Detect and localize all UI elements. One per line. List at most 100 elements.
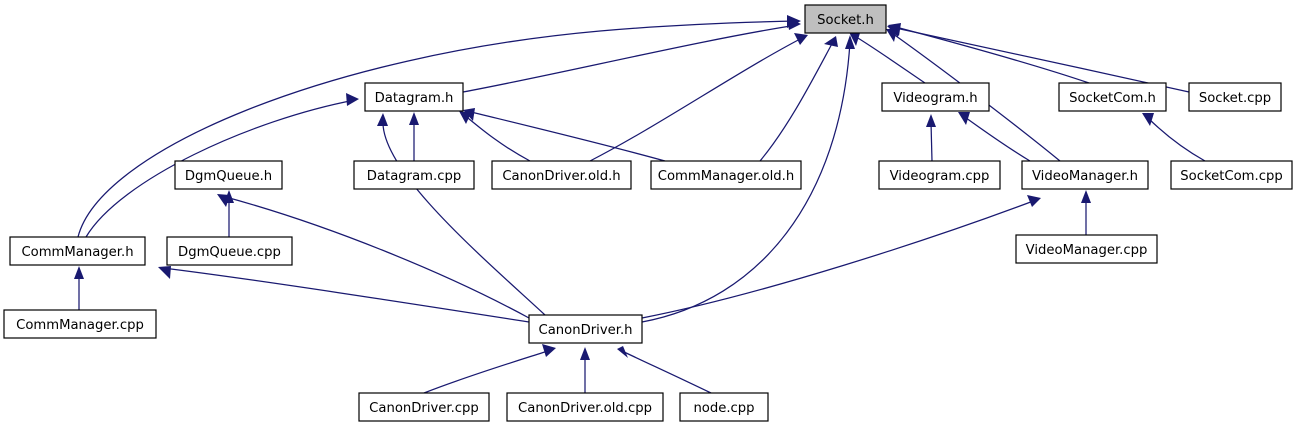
node-label: VideoManager.cpp bbox=[1026, 243, 1148, 258]
arrowhead-icon bbox=[542, 344, 556, 357]
node-label: Datagram.cpp bbox=[367, 169, 461, 184]
node-box[interactable] bbox=[9, 236, 146, 266]
edge-canondriver_cpp-to-canondriver_h bbox=[423, 344, 556, 394]
node-videogram_cpp[interactable]: Videogram.cpp bbox=[878, 160, 1001, 190]
node-label: SocketCom.h bbox=[1069, 91, 1156, 106]
arrowhead-icon bbox=[787, 15, 801, 28]
arrowhead-icon bbox=[74, 266, 84, 279]
edge-socketcom_h-to-socket_h bbox=[888, 23, 1090, 84]
arrowhead-icon bbox=[158, 266, 171, 279]
node-node_cpp[interactable]: node.cpp bbox=[679, 392, 769, 422]
arrowhead-icon bbox=[794, 33, 808, 45]
node-canondriver_old_cpp[interactable]: CanonDriver.old.cpp bbox=[506, 392, 664, 422]
node-box[interactable] bbox=[174, 160, 283, 190]
arrowhead-icon bbox=[1027, 195, 1041, 207]
arrowhead-icon bbox=[409, 112, 419, 125]
arrowhead-icon bbox=[463, 108, 475, 121]
node-box[interactable] bbox=[364, 82, 464, 112]
edge-socket_cpp-to-socket_h bbox=[887, 24, 1190, 93]
node-label: CanonDriver.old.h bbox=[502, 169, 620, 184]
node-label: DgmQueue.h bbox=[185, 169, 272, 184]
node-dgmqueue_h[interactable]: DgmQueue.h bbox=[174, 160, 283, 190]
node-box[interactable] bbox=[528, 314, 643, 344]
node-commmanager_cpp[interactable]: CommManager.cpp bbox=[3, 309, 157, 339]
edge-canondriver_old_h-to-socket_h bbox=[589, 33, 808, 162]
node-socket_cpp[interactable]: Socket.cpp bbox=[1188, 82, 1282, 112]
node-box[interactable] bbox=[491, 160, 632, 190]
node-box[interactable] bbox=[650, 160, 802, 190]
arrowhead-icon bbox=[1081, 190, 1091, 203]
arrowhead-icon bbox=[580, 347, 590, 360]
edge-commmanager_h-to-socket_h bbox=[77, 15, 801, 238]
node-label: DgmQueue.cpp bbox=[178, 245, 281, 260]
node-socketcom_cpp[interactable]: SocketCom.cpp bbox=[1170, 160, 1293, 190]
node-box[interactable] bbox=[506, 392, 664, 422]
edge-videogram_h-to-socket_h bbox=[849, 32, 926, 84]
edge-socketcom_cpp-to-socketcom_h bbox=[1142, 113, 1206, 162]
arrowhead-icon bbox=[1142, 113, 1154, 126]
node-socket_h[interactable]: Socket.h bbox=[804, 4, 887, 34]
node-label: CanonDriver.old.cpp bbox=[518, 401, 652, 416]
node-label: Socket.cpp bbox=[1199, 91, 1271, 106]
node-canondriver_cpp[interactable]: CanonDriver.cpp bbox=[358, 392, 490, 422]
edge-canondriver_h-to-datagram_h bbox=[377, 113, 546, 316]
node-commmanager_h[interactable]: CommManager.h bbox=[9, 236, 146, 266]
node-label: VideoManager.h bbox=[1032, 169, 1138, 184]
node-box[interactable] bbox=[3, 309, 157, 339]
edge-commmanager_old_h-to-socket_h bbox=[759, 36, 838, 162]
edge-node_cpp-to-canondriver_h bbox=[617, 346, 712, 394]
node-box[interactable] bbox=[353, 160, 475, 190]
node-canondriver_old_h[interactable]: CanonDriver.old.h bbox=[491, 160, 632, 190]
edge-datagram_cpp-to-datagram_h bbox=[409, 112, 419, 161]
arrowhead-icon bbox=[346, 93, 359, 106]
node-dgmqueue_cpp[interactable]: DgmQueue.cpp bbox=[166, 236, 293, 266]
arrowhead-icon bbox=[845, 35, 855, 49]
node-box[interactable] bbox=[804, 4, 887, 34]
node-label: Datagram.h bbox=[375, 91, 454, 106]
node-label: CommManager.cpp bbox=[16, 318, 144, 333]
arrowhead-icon bbox=[926, 114, 936, 127]
node-box[interactable] bbox=[881, 82, 990, 112]
node-label: CommManager.h bbox=[21, 245, 133, 260]
node-label: SocketCom.cpp bbox=[1180, 169, 1282, 184]
node-box[interactable] bbox=[1170, 160, 1293, 190]
node-socketcom_h[interactable]: SocketCom.h bbox=[1058, 82, 1167, 112]
node-canondriver_h[interactable]: CanonDriver.h bbox=[528, 314, 643, 344]
edge-canondriver_h-to-commmanager_h bbox=[158, 266, 530, 323]
node-box[interactable] bbox=[166, 236, 293, 266]
edge-commmanager_cpp-to-commmanager_h bbox=[74, 266, 84, 310]
node-videogram_h[interactable]: Videogram.h bbox=[881, 82, 990, 112]
arrowhead-icon bbox=[617, 346, 628, 358]
edge-dgmqueue_cpp-to-dgmqueue_h bbox=[224, 190, 234, 237]
node-box[interactable] bbox=[1058, 82, 1167, 112]
edge-videomanager_cpp-to-videomanager_h bbox=[1081, 190, 1091, 235]
node-box[interactable] bbox=[1188, 82, 1282, 112]
arrowhead-icon bbox=[224, 190, 234, 203]
node-label: Videogram.h bbox=[893, 91, 977, 106]
arrowhead-icon bbox=[886, 29, 897, 42]
node-label: node.cpp bbox=[693, 401, 754, 416]
node-box[interactable] bbox=[878, 160, 1001, 190]
node-videomanager_cpp[interactable]: VideoManager.cpp bbox=[1015, 234, 1158, 264]
node-label: CanonDriver.h bbox=[539, 323, 633, 338]
node-box[interactable] bbox=[1021, 160, 1149, 190]
arrowhead-icon bbox=[849, 32, 860, 46]
arrowhead-icon bbox=[824, 36, 838, 47]
node-box[interactable] bbox=[358, 392, 490, 422]
node-datagram_h[interactable]: Datagram.h bbox=[364, 82, 464, 112]
arrowhead-icon bbox=[958, 112, 970, 125]
edge-commmanager_old_h-to-datagram_h bbox=[463, 108, 666, 162]
node-commmanager_old_h[interactable]: CommManager.old.h bbox=[650, 160, 802, 190]
edge-videogram_cpp-to-videogram_h bbox=[926, 114, 936, 162]
node-label: CommManager.old.h bbox=[658, 169, 794, 184]
edge-canondriver_old_h-to-datagram_h bbox=[459, 111, 531, 162]
edge-canondriver_old_cpp-to-canondriver_h bbox=[580, 347, 590, 393]
edge-commmanager_h-to-datagram_h bbox=[85, 93, 359, 238]
node-datagram_cpp[interactable]: Datagram.cpp bbox=[353, 160, 475, 190]
arrowhead-icon bbox=[377, 113, 388, 126]
node-videomanager_h[interactable]: VideoManager.h bbox=[1021, 160, 1149, 190]
node-box[interactable] bbox=[679, 392, 769, 422]
node-box[interactable] bbox=[1015, 234, 1158, 264]
